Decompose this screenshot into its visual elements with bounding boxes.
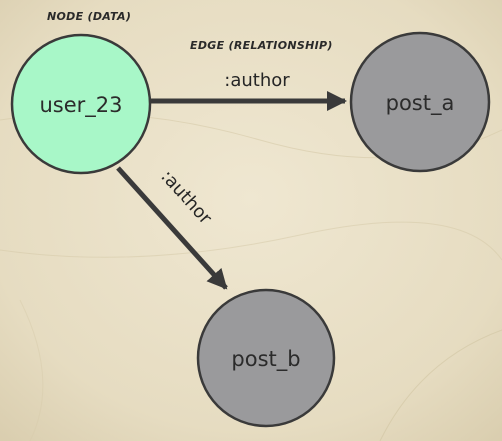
- edge-caption: EDGE (RELATIONSHIP): [190, 39, 333, 52]
- node-post-a-label: post_a: [386, 91, 455, 116]
- node-user-23-circle: [10, 33, 152, 175]
- node-post-b-label: post_b: [231, 347, 300, 372]
- node-user-23-label: user_23: [39, 93, 122, 118]
- node-post-b-circle: [196, 288, 336, 428]
- node-post-a-circle: [349, 31, 491, 173]
- node-user-23[interactable]: user_23: [10, 33, 152, 175]
- node-post-a[interactable]: post_a: [349, 31, 491, 173]
- node-caption: NODE (DATA): [47, 10, 132, 23]
- node-post-b[interactable]: post_b: [196, 288, 336, 428]
- edge-user23-post-b: [116, 166, 228, 290]
- edge-label-author-a: :author: [224, 70, 290, 91]
